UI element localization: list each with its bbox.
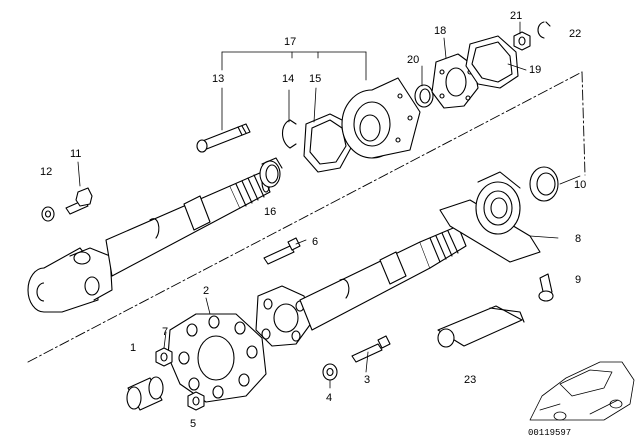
callout-3: 3 [364,374,371,386]
callout-11: 11 [70,148,82,160]
image-reference-code: 00119597 [528,428,572,438]
callout-5: 5 [190,418,197,430]
callout-21: 21 [510,10,523,22]
bolt-9 [538,273,554,302]
flexible-disc-2 [167,313,267,403]
nut-21 [513,31,531,51]
clamp-ring-16 [259,157,283,188]
callout-9: 9 [575,274,582,286]
callout-8: 8 [575,233,582,245]
bolt-13 [196,123,251,153]
bolt-11 [65,187,93,215]
washer-12 [41,206,55,222]
callout-22: 22 [569,28,582,40]
callout-18: 18 [434,25,447,37]
centering-sleeve-1 [126,376,164,411]
callout-7: 7 [162,326,169,338]
bolt-6 [263,237,301,265]
bolt-3 [351,335,391,363]
cv-joint-17 [341,77,421,159]
circlip-22 [537,21,551,39]
leader-lines [77,21,581,389]
callout-1: 1 [130,342,137,354]
nut-5 [187,391,205,411]
callout-2: 2 [203,285,210,297]
callout-15: 15 [309,73,322,85]
callout-12: 12 [40,166,53,178]
callout-6: 6 [312,236,319,248]
callout-14: 14 [282,73,295,85]
grease-tube-23 [437,305,525,348]
retaining-ring-14 [281,119,297,149]
washer-4 [322,363,338,381]
center-bearing-8 [439,171,541,263]
callout-10: 10 [574,179,587,191]
seal-10 [529,166,559,202]
callout-13: 13 [212,73,225,85]
callout-20: 20 [407,54,420,66]
front-propeller-shaft [27,171,271,313]
separator-line [27,71,583,363]
callout-23: 23 [464,374,477,386]
callout-19: 19 [529,64,542,76]
vehicle-thumbnail [529,361,635,421]
nut-7 [155,347,173,367]
gasket-19 [465,35,519,89]
callout-4: 4 [326,392,333,404]
rear-propeller-shaft [255,225,467,347]
seal-ring-20 [414,84,434,108]
seal-plate-15 [303,113,353,173]
callout-17: 17 [284,36,297,48]
separator-line-right [581,71,586,176]
callout-16: 16 [264,206,277,218]
